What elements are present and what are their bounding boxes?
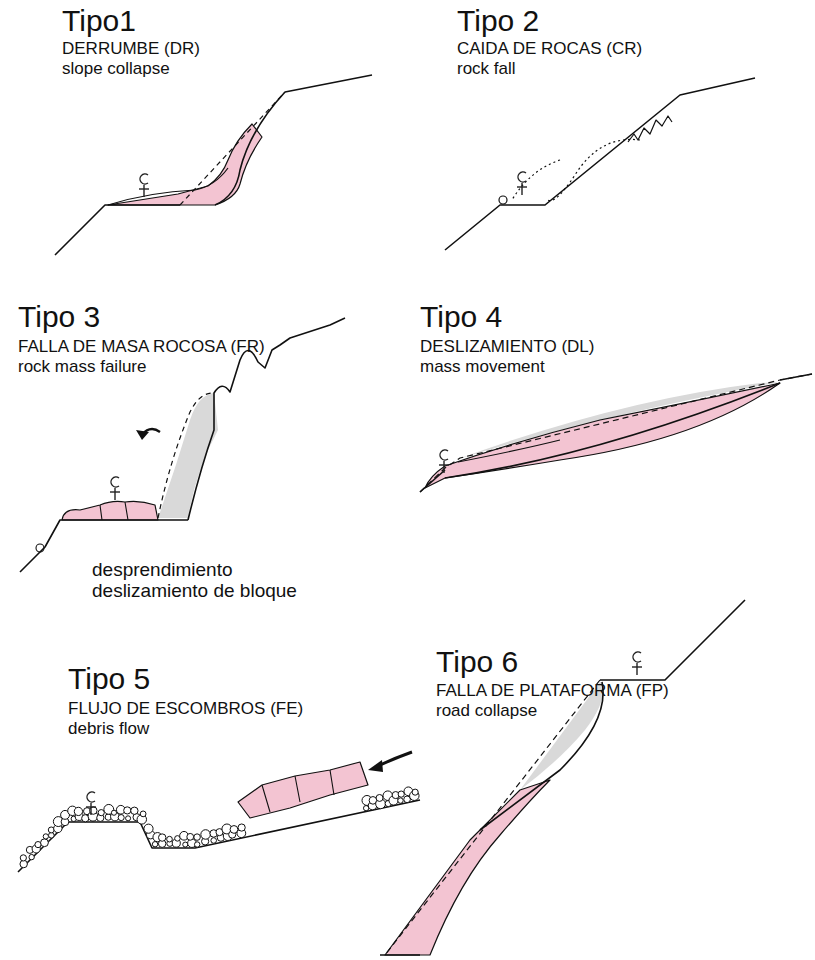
type-title: Tipo 2: [457, 4, 539, 37]
type-name-en: mass movement: [420, 358, 545, 377]
mass-movement-figure: [420, 374, 812, 492]
type-name-en: rock fall: [457, 60, 516, 79]
slope-collapse-figure: [55, 75, 372, 255]
rock-mass-failure-figure: [20, 318, 345, 572]
figure-note: desprendimiento deslizamiento de bloque: [92, 560, 322, 602]
type-title: Tipo 4: [420, 300, 502, 333]
type-title: Tipo 6: [436, 645, 518, 678]
type-name-en: slope collapse: [62, 60, 170, 79]
type-name: FLUJO DE ESCOMBROS (FE): [68, 700, 303, 719]
rock-fall-figure: [445, 78, 755, 250]
type-name: DERRUMBE (DR): [62, 40, 200, 59]
type-title: Tipo 3: [18, 300, 100, 333]
type-title: Tipo 5: [68, 662, 150, 695]
type-name-en: debris flow: [68, 720, 149, 739]
type-name-en: rock mass failure: [18, 358, 146, 377]
road-collapse-figure: [380, 600, 745, 955]
type-name: FALLA DE MASA ROCOSA (FR): [18, 338, 265, 357]
type-title: Tipo1: [62, 4, 136, 37]
type-name: CAIDA DE ROCAS (CR): [457, 40, 642, 59]
type-name-en: road collapse: [436, 702, 537, 721]
type-name: FALLA DE PLATAFORMA (FP): [436, 682, 669, 701]
type-name: DESLIZAMIENTO (DL): [420, 338, 594, 357]
debris-flow-figure: [18, 752, 420, 872]
